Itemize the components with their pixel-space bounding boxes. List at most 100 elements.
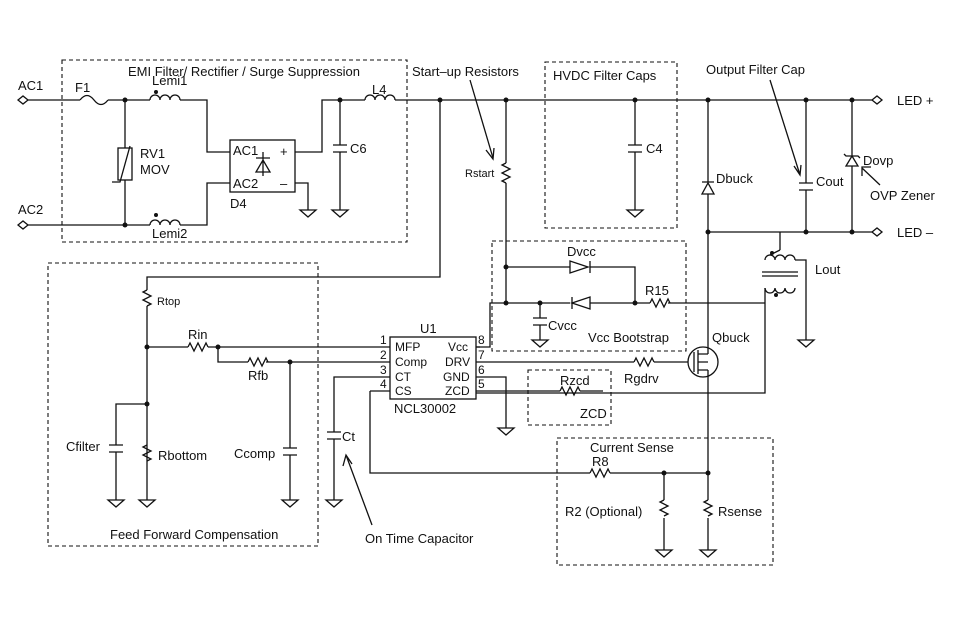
- label-led-plus: LED +: [897, 93, 934, 108]
- resistor-rbottom: [141, 444, 153, 462]
- ground-r2: [654, 549, 674, 558]
- label-emi-block: EMI Filter/ Rectifier / Surge Suppressio…: [128, 64, 360, 79]
- label-r2: R2 (Optional): [565, 504, 642, 519]
- ground-lout: [796, 339, 816, 348]
- ground-d4: [298, 209, 318, 218]
- resistor-rsense: [702, 499, 714, 517]
- resistor-rzcd: [559, 385, 581, 397]
- label-hvdc: HVDC Filter Caps: [553, 68, 657, 83]
- label-rzcd: Rzcd: [560, 373, 590, 388]
- label-c6: C6: [350, 141, 367, 156]
- diode-dbuck: [700, 181, 716, 195]
- ground-ic: [496, 427, 516, 436]
- label-dovp: Dovp: [863, 153, 893, 168]
- ground-c6: [330, 209, 350, 218]
- inductor-lemi2: [149, 213, 181, 226]
- label-d4-ac2: AC2: [233, 176, 258, 191]
- ic-pin8-name: Vcc: [448, 340, 468, 354]
- label-rgdrv: Rgdrv: [624, 371, 659, 386]
- capacitor-ccomp: [283, 447, 297, 456]
- label-ic-part: NCL30002: [394, 401, 456, 416]
- label-rtop: Rtop: [157, 296, 180, 308]
- ground-ccomp: [280, 499, 300, 508]
- arrow-output-cap: [769, 79, 802, 177]
- label-c4: C4: [646, 141, 663, 156]
- arrow-head-startup: [485, 147, 495, 161]
- feed-forward-box: [47, 262, 319, 547]
- capacitor-cfilter: [109, 444, 123, 453]
- arrow-startup: [469, 79, 494, 159]
- label-rsense: Rsense: [718, 504, 762, 519]
- ic-pin1-name: MFP: [395, 340, 420, 354]
- ic-pin8-number: 8: [478, 333, 485, 347]
- ic-pin7-name: DRV: [445, 355, 470, 369]
- label-r15: R15: [645, 283, 669, 298]
- label-cfilter: Cfilter: [66, 439, 101, 454]
- label-rbottom: Rbottom: [158, 448, 207, 463]
- label-ovp: OVP Zener: [870, 188, 935, 203]
- label-lemi2: Lemi2: [152, 226, 187, 241]
- label-f1: F1: [75, 80, 90, 95]
- ground-rbottom: [137, 499, 157, 508]
- label-dvcc: Dvcc: [567, 244, 596, 259]
- capacitor-cvcc: [533, 317, 547, 326]
- diode-dvcc: [569, 260, 591, 274]
- label-dbuck: Dbuck: [716, 171, 753, 186]
- label-rv1: RV1: [140, 146, 165, 161]
- label-rfb: Rfb: [248, 368, 268, 383]
- arrow-on-time: [342, 453, 373, 526]
- resistor-rstart: [500, 162, 512, 184]
- label-d4-ac1: AC1: [233, 143, 258, 158]
- label-ccomp: Ccomp: [234, 446, 275, 461]
- ic-pin4-number: 4: [380, 377, 387, 391]
- label-d4-plus: +: [280, 144, 288, 159]
- ground-ct: [324, 499, 344, 508]
- mosfet-qbuck: [687, 340, 719, 384]
- inductor-lemi1: [149, 90, 181, 101]
- label-startup: Start–up Resistors: [412, 64, 519, 79]
- label-lemi1: Lemi1: [152, 73, 187, 88]
- resistor-rfb: [247, 356, 269, 368]
- label-ic-ref: U1: [420, 321, 437, 336]
- resistor-r15: [649, 297, 671, 309]
- label-d4-minus: –: [280, 176, 288, 191]
- label-output-cap: Output Filter Cap: [706, 62, 805, 77]
- resistor-rtop: [141, 289, 153, 307]
- ic-pin7-number: 7: [478, 348, 485, 362]
- ic-pin6-name: GND: [443, 370, 470, 384]
- bridge-rectifier-d4: [229, 139, 296, 193]
- ic-u1: [389, 336, 477, 400]
- label-current-sense: Current Sense: [590, 440, 674, 455]
- label-feed-forward: Feed Forward Compensation: [110, 527, 278, 542]
- ic-pin2-number: 2: [380, 348, 387, 362]
- label-led-minus: LED –: [897, 225, 934, 240]
- capacitor-cout: [799, 182, 813, 191]
- hvdc-caps-box: [544, 61, 678, 229]
- label-ct: Ct: [342, 429, 355, 444]
- vcc-bootstrap-box: [491, 240, 687, 352]
- label-r8: R8: [592, 454, 609, 469]
- ac1-terminal: [16, 95, 30, 105]
- label-qbuck: Qbuck: [712, 330, 750, 345]
- arrow-ovp: [861, 166, 881, 186]
- varistor-rv1: [112, 145, 133, 183]
- led-plus-terminal: [870, 95, 884, 105]
- zener-dovp: [843, 153, 861, 167]
- led-minus-terminal: [870, 227, 884, 237]
- zcd-box: [527, 369, 612, 426]
- label-ac2: AC2: [18, 202, 43, 217]
- ic-pin4-name: CS: [395, 384, 412, 398]
- ground-rsense: [698, 549, 718, 558]
- inductor-l4: [364, 94, 396, 101]
- label-ac1: AC1: [18, 78, 43, 93]
- ic-pin2-name: Comp: [395, 355, 427, 369]
- capacitor-c6: [333, 144, 347, 153]
- label-rin: Rin: [188, 327, 208, 342]
- ground-c4: [625, 209, 645, 218]
- capacitor-c4: [628, 144, 642, 153]
- fuse-f1: [79, 94, 109, 106]
- resistor-rgdrv: [633, 356, 655, 368]
- transformer-lout: [762, 251, 798, 297]
- ic-pin5-name: ZCD: [445, 384, 470, 398]
